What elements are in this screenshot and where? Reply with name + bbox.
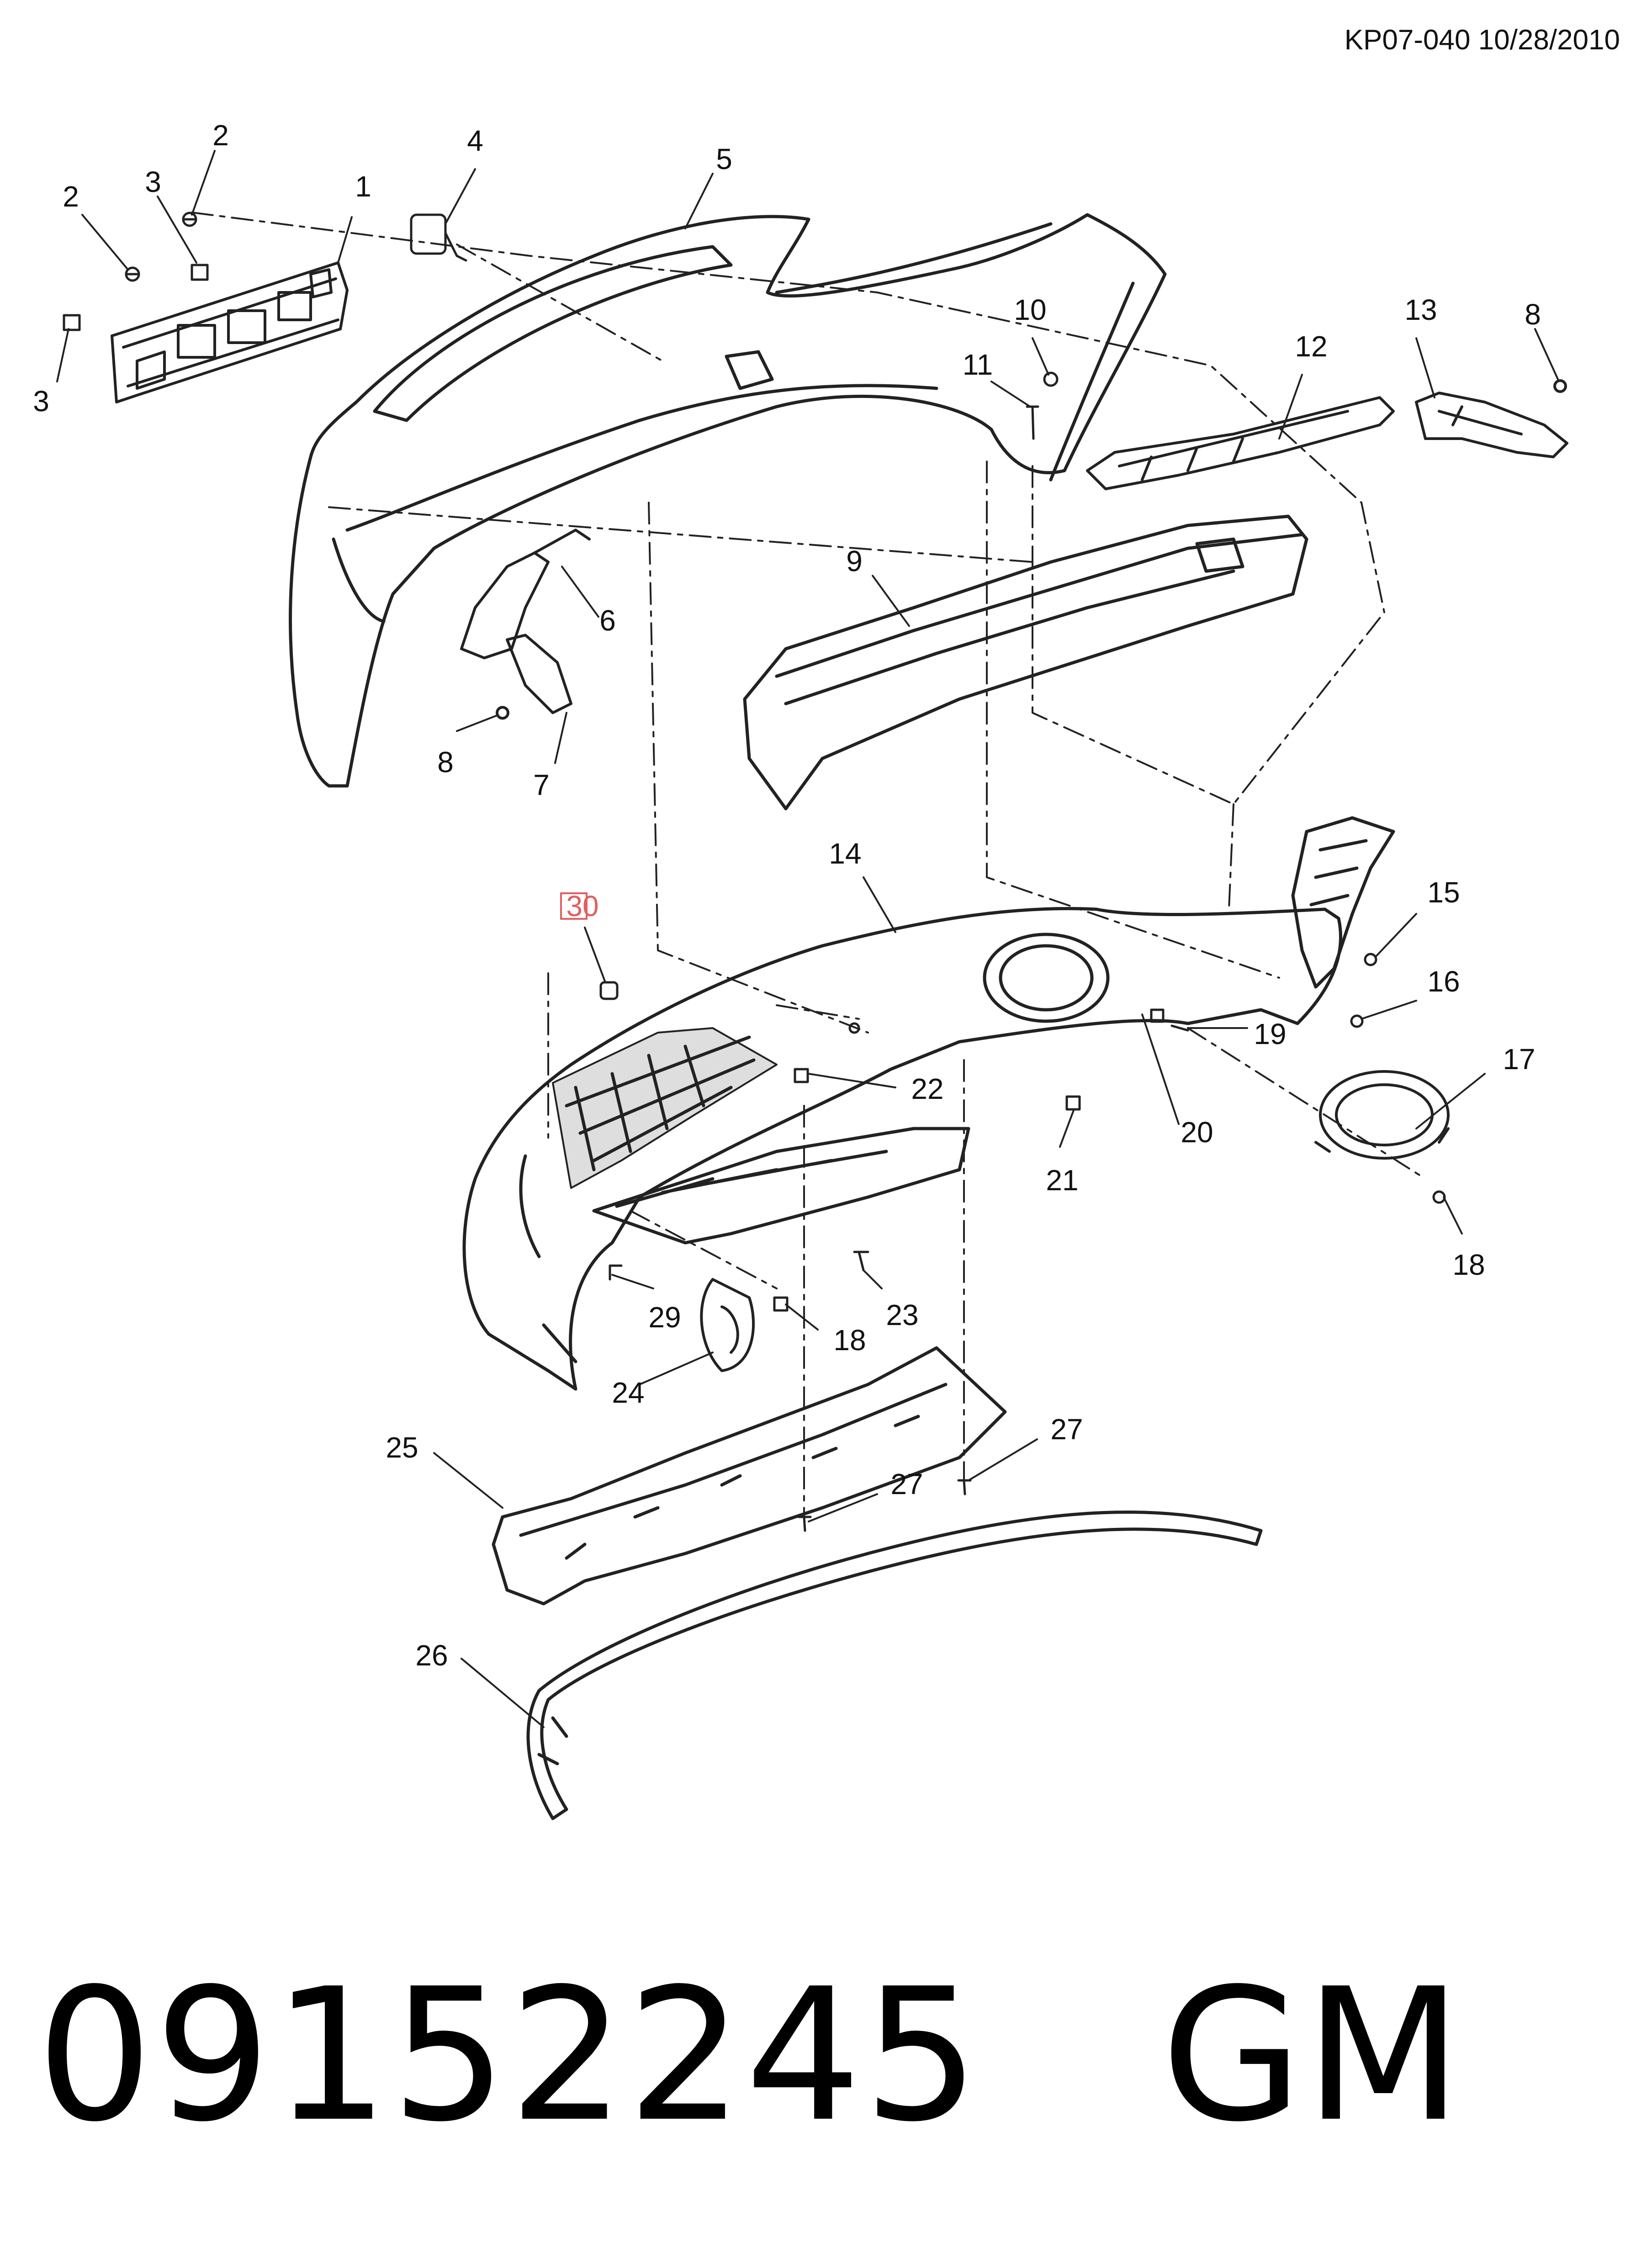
callout-8: 8	[437, 746, 454, 779]
bumper-fascia	[289, 213, 1167, 788]
callout-9: 9	[846, 545, 863, 578]
callout-25: 25	[386, 1431, 418, 1464]
lower-valance	[492, 1346, 1007, 1606]
callout-3: 3	[33, 385, 49, 418]
callout-22: 22	[911, 1072, 943, 1105]
callout-27: 27	[890, 1468, 923, 1500]
callout-12: 12	[1295, 330, 1327, 363]
callout-10: 10	[1014, 293, 1046, 326]
callout-5: 5	[716, 143, 732, 175]
end-bracket-right	[1415, 379, 1568, 458]
part-number: 09152245	[37, 1950, 981, 2162]
tow-plug-cover	[410, 213, 467, 262]
license-bracket	[111, 261, 349, 403]
callout-20: 20	[1181, 1116, 1213, 1149]
callout-15: 15	[1427, 876, 1460, 909]
upper-left-fasteners	[63, 212, 209, 331]
leader-lines	[56, 150, 1559, 1728]
callout-30-highlight	[560, 892, 588, 920]
callout-13: 13	[1404, 293, 1437, 326]
callout-17: 17	[1503, 1043, 1535, 1076]
callout-labels: 1 2 2 3 3 4 5 6 7 8 8 9 10 11 12 13 14 1…	[33, 119, 1541, 1672]
callout-27: 27	[1050, 1413, 1083, 1446]
lower-lip-trim	[526, 1511, 1263, 1820]
small-hardware	[609, 953, 1446, 1312]
left-fascia-brackets	[460, 529, 591, 720]
doc-code: KP07-040 10/28/2010	[1344, 24, 1620, 56]
brand-name: GM	[1161, 1950, 1464, 2162]
callout-14: 14	[829, 837, 861, 870]
callout-21: 21	[1046, 1164, 1078, 1197]
assembly-guide-lines	[191, 212, 1426, 1518]
callout-16: 16	[1427, 965, 1460, 998]
callout-19: 19	[1254, 1018, 1286, 1050]
callout-30: 30	[566, 890, 598, 923]
side-bracket-right	[1086, 396, 1395, 490]
energy-absorber	[743, 514, 1308, 811]
callout-3: 3	[145, 165, 161, 198]
callout-24: 24	[612, 1376, 644, 1409]
fog-lamp-bezel-right	[1314, 1070, 1450, 1160]
callout-18: 18	[833, 1324, 866, 1357]
callout-23: 23	[886, 1299, 918, 1331]
callout-4: 4	[467, 124, 483, 157]
callout-2: 2	[212, 119, 229, 152]
callout-2: 2	[63, 180, 79, 213]
callout-11: 11	[963, 348, 993, 381]
callout-8: 8	[1525, 298, 1541, 331]
callout-1: 1	[355, 170, 371, 203]
callout-7: 7	[533, 769, 550, 801]
callout-6: 6	[599, 604, 616, 637]
callout-18: 18	[1452, 1248, 1485, 1281]
fog-lamp-bezel-left	[700, 1278, 755, 1372]
callout-26: 26	[415, 1639, 448, 1672]
part-number-footer: 09152245 GM	[37, 1965, 1464, 2147]
lower-bumper-fascia	[462, 816, 1395, 1391]
center-fasteners	[1026, 371, 1059, 440]
callout-29: 29	[648, 1301, 681, 1334]
